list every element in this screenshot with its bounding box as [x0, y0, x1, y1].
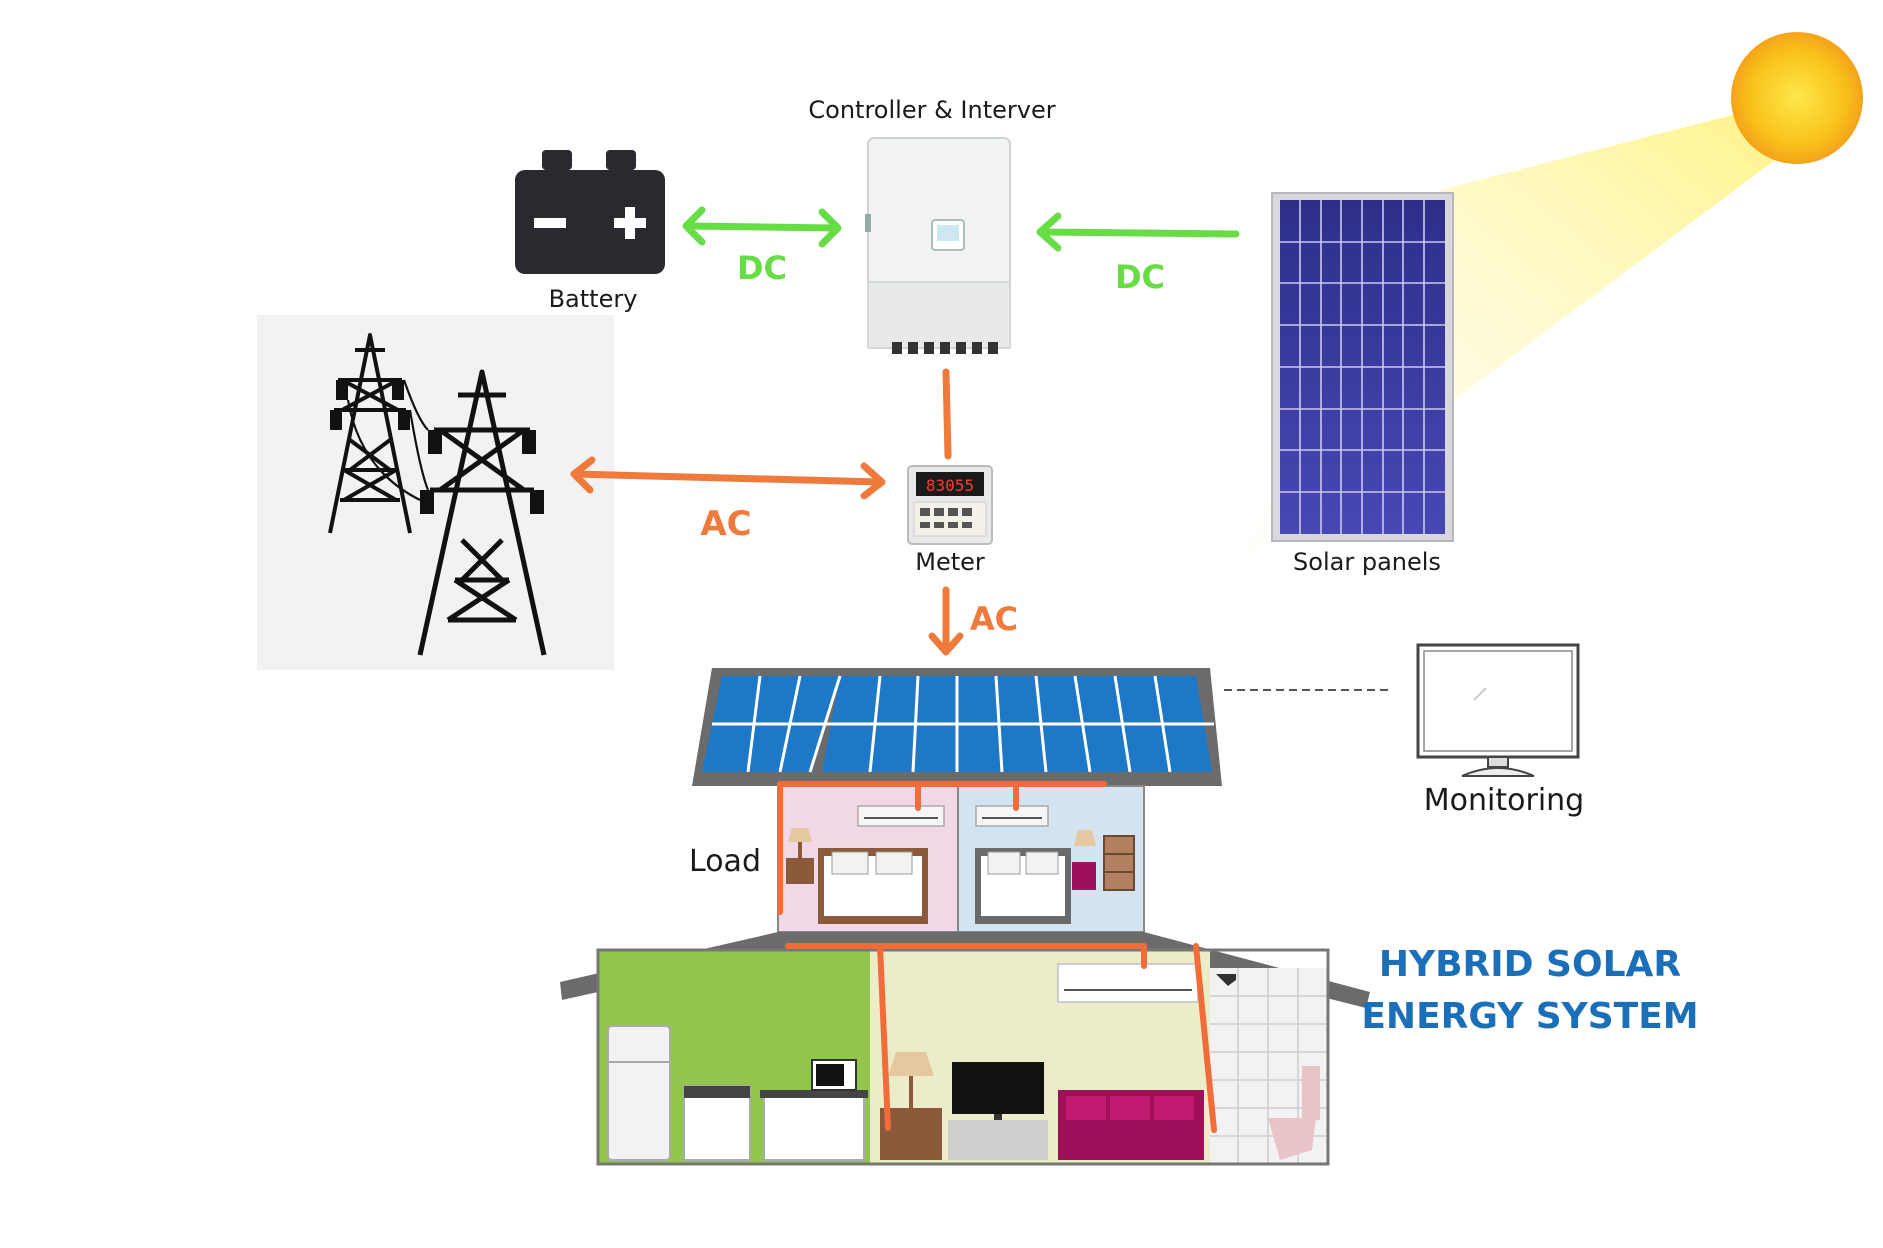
ac-label-house: AC — [970, 600, 1018, 638]
meter-label: Meter — [915, 548, 985, 576]
house-lower-floor — [596, 948, 1330, 1166]
dc-arrow-panels-controller — [1036, 212, 1240, 252]
ac-arrow-grid-meter — [570, 456, 886, 500]
dc-label-panels: DC — [1115, 258, 1165, 296]
house-upper-floor — [777, 785, 1145, 933]
inverter-icon — [865, 137, 1011, 354]
battery-label: Battery — [549, 285, 638, 313]
battery-icon — [515, 150, 665, 274]
dc-label-battery: DC — [737, 249, 787, 287]
solar-panels-label: Solar panels — [1293, 548, 1441, 576]
meter-display: 83055 — [926, 476, 974, 495]
controller-meter-wire — [942, 368, 952, 460]
ac-label-grid: AC — [700, 504, 751, 544]
headline-line1: HYBRID SOLAR — [1379, 944, 1681, 985]
monitoring-label: Monitoring — [1424, 783, 1584, 818]
ac-arrow-meter-house — [928, 586, 964, 656]
load-label: Load — [689, 844, 761, 879]
house-wiring — [777, 781, 1217, 1133]
power-grid-icon — [257, 315, 614, 670]
house-roof-panels — [692, 668, 1222, 786]
headline-line2: ENERGY SYSTEM — [1361, 996, 1698, 1037]
solar-panel-icon — [1271, 192, 1454, 542]
monitor-icon — [1416, 643, 1580, 777]
dc-arrow-battery-controller — [682, 206, 842, 248]
sun-icon — [1731, 32, 1863, 164]
controller-label: Controller & Interver — [808, 96, 1055, 124]
meter-icon — [907, 465, 993, 545]
